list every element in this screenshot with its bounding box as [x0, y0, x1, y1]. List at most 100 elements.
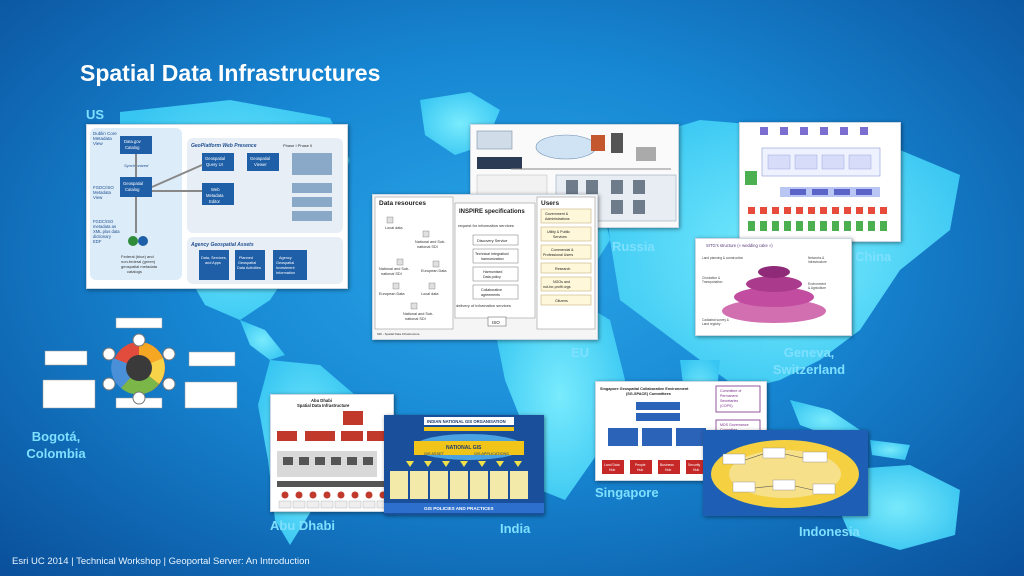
svg-text:Catalog: Catalog	[125, 187, 140, 192]
eu-inspire-heading: INSPIRE specifications	[459, 209, 525, 215]
svg-text:agreements: agreements	[481, 293, 500, 297]
svg-text:national SDI: national SDI	[405, 317, 426, 321]
abu-dhabi-sdi-diagram: Abu Dhabi Spatial Data Infrastructure	[270, 394, 394, 512]
eu-inspire-diagram: Data resources Local data National and S…	[372, 194, 598, 340]
svg-text:Abu Dhabi: Abu Dhabi	[311, 398, 332, 403]
svg-text:European Data: European Data	[379, 292, 405, 296]
svg-text:Local data: Local data	[421, 292, 439, 296]
label-indonesia: Indonesia	[799, 524, 860, 539]
svg-text:Discovery Service: Discovery Service	[477, 239, 507, 243]
india-sdi-diagram: INDIAN NATIONAL GIS ORGANISATION NATIONA…	[384, 415, 544, 515]
svg-text:Hub: Hub	[665, 468, 671, 472]
svg-text:Security: Security	[688, 463, 701, 467]
svg-text:Geospatial: Geospatial	[250, 156, 270, 161]
svg-text:Commercial &: Commercial &	[551, 248, 574, 252]
svg-text:& Agriculture: & Agriculture	[808, 286, 826, 290]
svg-text:Citizens: Citizens	[555, 299, 568, 303]
svg-text:Collaborative: Collaborative	[481, 288, 502, 292]
svg-text:Spatial Data Infrastructure: Spatial Data Infrastructure	[297, 403, 350, 408]
svg-text:Hub: Hub	[637, 468, 643, 472]
label-singapore: Singapore	[595, 485, 659, 500]
svg-text:National and Sub-: National and Sub-	[379, 267, 410, 271]
svg-text:Land planning & construction: Land planning & construction	[702, 256, 743, 260]
footer: Esri UC 2014 | Technical Workshop | Geop…	[12, 556, 310, 567]
svg-text:Government &: Government &	[545, 212, 569, 216]
svg-text:Infrastructure: Infrastructure	[808, 260, 827, 264]
china-sdi-diagram	[739, 122, 901, 242]
svg-text:Technical Integration/: Technical Integration/	[475, 252, 509, 256]
svg-text:Cadastral survey &: Cadastral survey &	[702, 318, 730, 322]
footer-session: Geoportal Server: An Introduction	[168, 556, 310, 567]
indonesia-sdi-diagram	[703, 430, 868, 516]
svg-text:GIS POLICIES AND PRACTICES: GIS POLICIES AND PRACTICES	[424, 506, 494, 511]
label-geneva: Geneva, Switzerland	[772, 345, 846, 377]
svg-text:Editor: Editor	[209, 199, 221, 204]
slide-title: Spatial Data Infrastructures	[80, 60, 381, 86]
eu-users-heading: Users	[541, 200, 559, 207]
svg-text:national SDI: national SDI	[417, 245, 438, 249]
svg-text:harmonization: harmonization	[481, 257, 504, 261]
svg-text:European Data: European Data	[421, 269, 447, 273]
label-china: China	[855, 249, 892, 264]
svg-text:Professional Users: Professional Users	[543, 253, 573, 257]
svg-text:Land Data: Land Data	[604, 463, 620, 467]
svg-text:ISO: ISO	[492, 320, 500, 325]
svg-text:NATIONAL GIS: NATIONAL GIS	[446, 445, 482, 451]
svg-text:Data, Services,and Apps: Data, Services,and Apps	[201, 256, 227, 265]
svg-text:National and Sub-: National and Sub-	[415, 240, 446, 244]
label-russia: Russia	[612, 239, 655, 254]
footer-event: Esri UC 2014 | Technical Workshop |	[12, 556, 167, 567]
label-india: India	[500, 521, 531, 536]
svg-text:People: People	[635, 463, 646, 467]
svg-text:Phase I Phase II: Phase I Phase II	[283, 143, 312, 148]
us-dublin-core-label: Dublin Core	[93, 131, 117, 136]
svg-text:Data policy: Data policy	[483, 275, 501, 279]
geneva-sdi-diagram: SITG's structure (« wedding cake ») Land…	[695, 238, 852, 336]
svg-text:Land registry: Land registry	[702, 322, 721, 326]
label-bogota: Bogotá, Colombia	[26, 429, 86, 461]
svg-text:INDIAN NATIONAL GIS ORGANISATI: INDIAN NATIONAL GIS ORGANISATION	[427, 419, 506, 424]
svg-text:(SG-SPACE) Committees: (SG-SPACE) Committees	[626, 392, 671, 396]
svg-text:Catalog: Catalog	[125, 145, 140, 150]
svg-text:Agency Geospatial Assets: Agency Geospatial Assets	[190, 242, 254, 248]
svg-text:NGOs and: NGOs and	[553, 280, 570, 284]
svg-text:Metadata: Metadata	[206, 193, 224, 198]
svg-text:request for information servic: request for information services	[458, 223, 514, 228]
eu-data-resources-heading: Data resources	[379, 200, 426, 207]
svg-text:Networks &: Networks &	[808, 256, 825, 260]
label-us: US	[86, 107, 105, 122]
svg-text:Hub: Hub	[693, 468, 699, 472]
svg-text:delivery of information servic: delivery of information services	[456, 303, 511, 308]
svg-text:National and Sub-: National and Sub-	[403, 312, 434, 316]
svg-text:GIS APPLICATIONS: GIS APPLICATIONS	[474, 452, 509, 456]
label-eu: EU	[571, 345, 590, 360]
svg-text:not-for-profit orgs: not-for-profit orgs	[543, 285, 571, 289]
svg-text:Viewer: Viewer	[254, 162, 267, 167]
svg-text:Local data: Local data	[385, 226, 403, 230]
svg-text:Geospatial: Geospatial	[205, 156, 225, 161]
svg-text:Hub: Hub	[609, 468, 615, 472]
svg-text:SITG's structure (« wedding ca: SITG's structure (« wedding cake »)	[706, 243, 773, 248]
svg-text:Query UI: Query UI	[206, 162, 223, 167]
svg-text:Administrations: Administrations	[545, 217, 570, 221]
svg-text:national SDI: national SDI	[381, 272, 402, 276]
svg-text:Environment: Environment	[808, 282, 826, 286]
label-abu-dhabi: Abu Dhabi	[270, 518, 335, 533]
svg-text:Data.gov: Data.gov	[124, 139, 142, 144]
svg-text:GeoPlatform Web Presence: GeoPlatform Web Presence	[191, 143, 257, 149]
svg-text:Singapore Geospatial Collabora: Singapore Geospatial Collaborative Envir…	[600, 387, 689, 391]
svg-text:Web: Web	[211, 187, 220, 192]
svg-text:SDI - Spatial Data Infrastruct: SDI - Spatial Data Infrastructure	[377, 332, 420, 336]
svg-text:Research: Research	[555, 267, 570, 271]
svg-text:Services: Services	[553, 235, 567, 239]
svg-text:Geospatial: Geospatial	[123, 181, 143, 186]
svg-text:Circulation &: Circulation &	[702, 276, 721, 280]
svg-text:Business: Business	[660, 463, 674, 467]
